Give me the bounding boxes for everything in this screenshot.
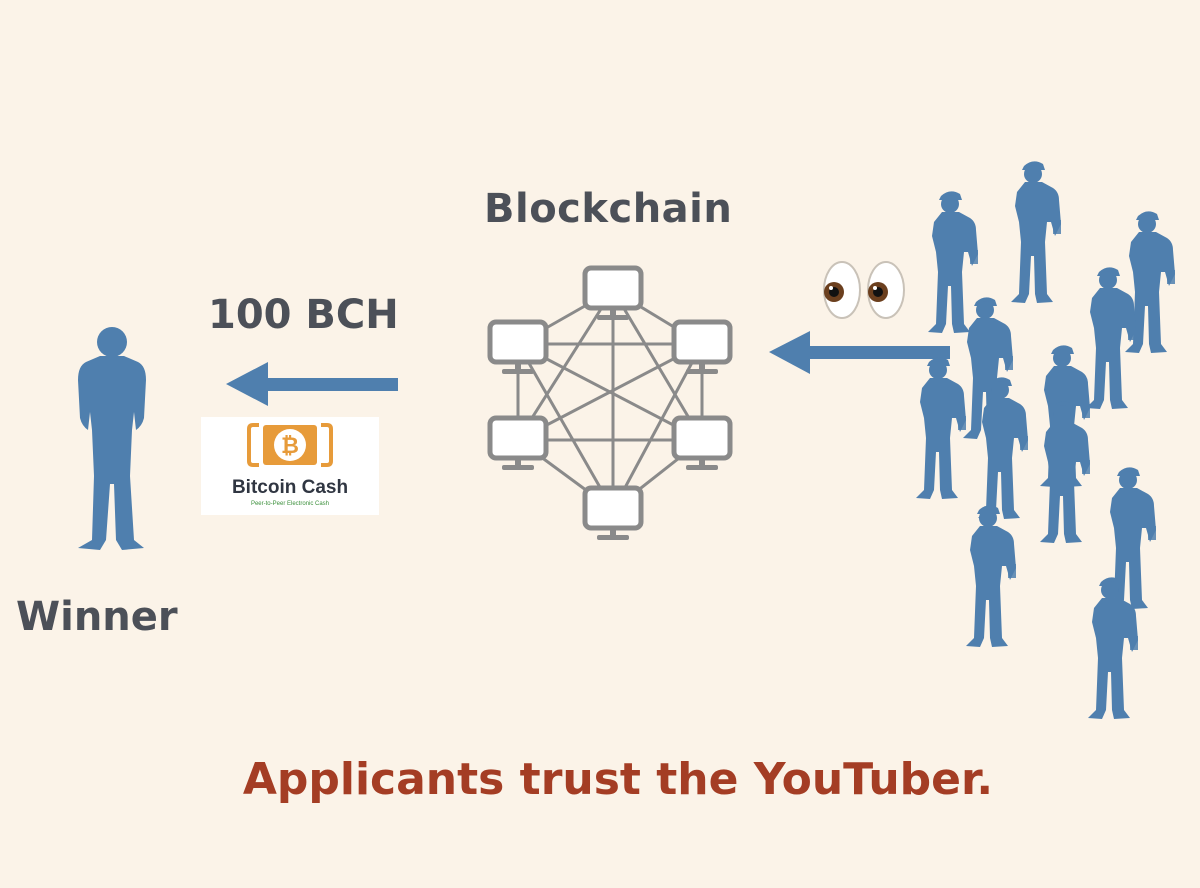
blockchain-title: Blockchain bbox=[484, 186, 733, 232]
node-computer-icon bbox=[674, 418, 730, 470]
svg-text:₿: ₿ bbox=[281, 433, 299, 458]
bitcoin-cash-tagline: Peer-to-Peer Electronic Cash bbox=[250, 501, 330, 507]
bitcoin-cash-icon: ₿ bbox=[247, 423, 333, 467]
node-computer-icon bbox=[674, 322, 730, 374]
applicants-crowd bbox=[916, 161, 1175, 719]
bitcoin-cash-wordmark: Bitcoin Cash bbox=[231, 477, 349, 498]
applicants-arrow bbox=[769, 331, 950, 374]
applicant-figure bbox=[928, 191, 978, 333]
applicant-figure bbox=[1086, 267, 1136, 409]
applicant-figure bbox=[978, 377, 1028, 519]
payout-arrow bbox=[226, 362, 398, 406]
node-computer-icon bbox=[585, 268, 641, 320]
applicant-figure bbox=[1040, 401, 1090, 543]
node-computer-icon bbox=[490, 322, 546, 374]
node-computer-icon bbox=[585, 488, 641, 540]
node-computer-icon bbox=[490, 418, 546, 470]
applicant-figure bbox=[1011, 161, 1061, 303]
payout-amount-label: 100 BCH bbox=[208, 292, 399, 338]
slide-caption: Applicants trust the YouTuber. bbox=[242, 754, 994, 805]
winner-label: Winner bbox=[16, 594, 178, 640]
bitcoin-cash-logo: ₿ Bitcoin Cash Peer-to-Peer Electronic C… bbox=[201, 417, 379, 515]
eyes-icon bbox=[823, 261, 905, 319]
applicant-figure bbox=[916, 357, 966, 499]
winner-figure bbox=[78, 327, 146, 550]
applicant-figure bbox=[966, 505, 1016, 647]
blockchain-network-icon bbox=[490, 268, 730, 540]
